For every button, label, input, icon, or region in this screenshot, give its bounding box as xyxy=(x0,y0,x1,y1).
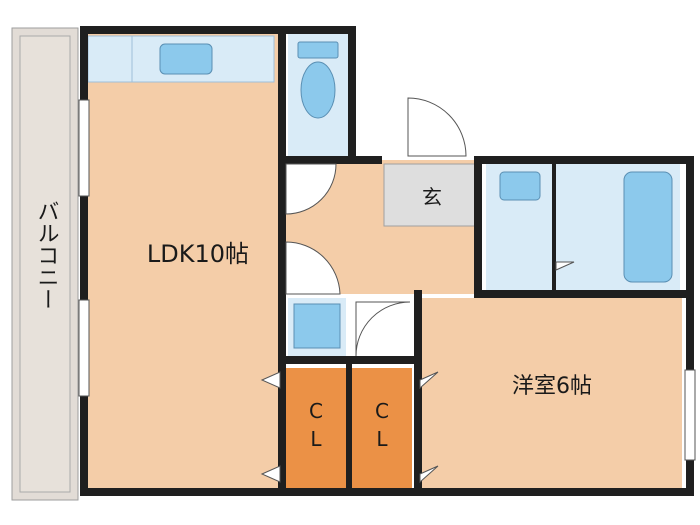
balcony-label: バルコニー xyxy=(34,200,59,310)
sink-icon xyxy=(159,43,213,75)
walls xyxy=(80,26,694,496)
toilet-bowl-icon xyxy=(300,61,336,119)
closet-b-label-top: C xyxy=(375,399,389,423)
entrance-floor xyxy=(383,163,481,227)
toilet-tank-icon xyxy=(297,41,339,59)
closet-a-label-bottom: L xyxy=(310,427,322,451)
western-room-label: 洋室6帖 xyxy=(512,374,592,399)
ldk-floor xyxy=(86,34,279,490)
washbasin-icon xyxy=(499,171,541,201)
entrance-label: 玄 xyxy=(422,185,442,209)
closet-door-markers xyxy=(260,261,575,484)
doors xyxy=(285,97,467,357)
western-room-floor xyxy=(422,298,682,490)
closet-b-label-bottom: L xyxy=(376,427,388,451)
ldk-label: LDK10帖 xyxy=(147,240,249,268)
bathtub-icon xyxy=(623,171,673,283)
closet-a-label-top: C xyxy=(309,399,323,423)
storage-inner xyxy=(293,303,341,349)
closet-a xyxy=(286,368,346,490)
closet-b xyxy=(352,368,412,490)
balcony-rail xyxy=(19,35,71,493)
windows xyxy=(78,99,696,461)
